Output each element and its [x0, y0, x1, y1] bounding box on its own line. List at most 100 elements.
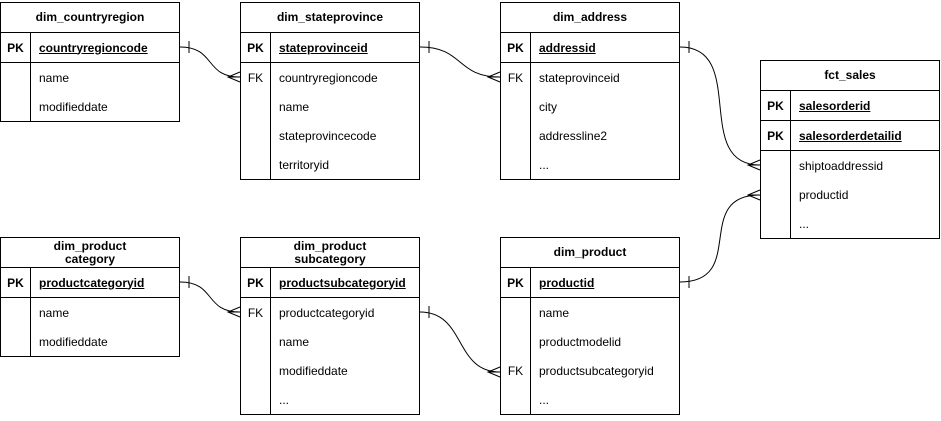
- entity-dim-product-category: dim_product category PK productcategoryi…: [0, 237, 180, 357]
- column-name: territoryid: [279, 157, 330, 172]
- key-label: FK: [501, 356, 531, 385]
- key-label: [241, 92, 271, 121]
- entity-title: dim_product category: [1, 238, 179, 268]
- edge-address-fctsales: [679, 41, 761, 171]
- column-name: productid: [799, 187, 849, 202]
- table-row: PK countryregioncode: [1, 33, 179, 63]
- column-name: modifieddate: [39, 99, 108, 114]
- column-name: name: [39, 70, 70, 85]
- table-row: PK salesorderid: [761, 91, 939, 121]
- column-name: city: [539, 99, 557, 114]
- column-name: salesorderdetailid: [799, 128, 902, 143]
- column-name: stateprovinceid: [539, 70, 620, 85]
- key-label: [241, 327, 271, 356]
- key-label: [501, 385, 531, 414]
- key-label: FK: [501, 63, 531, 92]
- entity-title: dim_countryregion: [1, 3, 179, 33]
- column-name: name: [279, 99, 310, 114]
- table-row: name: [241, 327, 419, 356]
- key-label: [241, 385, 271, 414]
- edge-subcategory-product: [419, 306, 501, 378]
- column-name: ...: [539, 157, 550, 172]
- table-row: PK productcategoryid: [1, 268, 179, 298]
- key-label: [241, 121, 271, 150]
- table-row: modifieddate: [1, 327, 179, 356]
- column-name: modifieddate: [279, 363, 348, 378]
- entity-title: dim_stateprovince: [241, 3, 419, 33]
- key-label: [1, 327, 31, 356]
- table-row: ...: [501, 385, 679, 414]
- key-label: PK: [761, 91, 791, 120]
- key-label: [761, 209, 791, 238]
- entity-fct-sales: fct_sales PK salesorderid PK salesorderd…: [760, 60, 940, 239]
- key-label: [501, 150, 531, 179]
- table-row: PK productsubcategoryid: [241, 268, 419, 298]
- key-label: FK: [241, 298, 271, 327]
- key-label: PK: [1, 268, 31, 297]
- key-label: [1, 92, 31, 121]
- edge-product-fctsales: [679, 189, 761, 288]
- table-row: FK productcategoryid: [241, 298, 419, 327]
- key-label: PK: [501, 33, 531, 62]
- column-name: modifieddate: [39, 334, 108, 349]
- column-name: addressline2: [539, 128, 608, 143]
- table-row: territoryid: [241, 150, 419, 179]
- entity-title: dim_product: [501, 238, 679, 268]
- table-row: PK productid: [501, 268, 679, 298]
- entity-title: fct_sales: [761, 61, 939, 91]
- entity-dim-address: dim_address PK addressid FK stateprovinc…: [500, 2, 680, 180]
- entity-title: dim_product subcategory: [241, 238, 419, 268]
- column-name: name: [39, 305, 70, 320]
- column-name: stateprovinceid: [279, 40, 368, 55]
- key-label: [761, 180, 791, 209]
- column-name: countryregioncode: [279, 70, 378, 85]
- column-name: countryregioncode: [39, 40, 148, 55]
- column-name: productid: [539, 275, 595, 290]
- key-label: [501, 121, 531, 150]
- table-row: modifieddate: [241, 356, 419, 385]
- table-row: addressline2: [501, 121, 679, 150]
- key-label: PK: [241, 268, 271, 297]
- table-row: name: [241, 92, 419, 121]
- table-row: PK stateprovinceid: [241, 33, 419, 63]
- key-label: [1, 63, 31, 92]
- table-row: productmodelid: [501, 327, 679, 356]
- column-name: name: [539, 305, 570, 320]
- column-name: salesorderid: [799, 98, 871, 113]
- key-label: PK: [501, 268, 531, 297]
- table-row: PK addressid: [501, 33, 679, 63]
- column-name: stateprovincecode: [279, 128, 377, 143]
- key-label: [1, 298, 31, 327]
- key-label: [761, 151, 791, 180]
- column-name: ...: [279, 392, 290, 407]
- entity-dim-stateprovince: dim_stateprovince PK stateprovinceid FK …: [240, 2, 420, 180]
- table-row: name: [501, 298, 679, 327]
- table-row: name: [1, 298, 179, 327]
- entity-dim-product-subcategory: dim_product subcategory PK productsubcat…: [240, 237, 420, 415]
- column-name: productcategoryid: [39, 275, 145, 290]
- edge-countryregion-stateprovince: [179, 41, 241, 83]
- key-label: FK: [241, 63, 271, 92]
- key-label: PK: [761, 121, 791, 150]
- column-name: productmodelid: [539, 334, 622, 349]
- entity-dim-product: dim_product PK productid name productmod…: [500, 237, 680, 415]
- key-label: [501, 298, 531, 327]
- column-name: addressid: [539, 40, 596, 55]
- table-row: name: [1, 63, 179, 92]
- column-name: productsubcategoryid: [279, 275, 406, 290]
- table-row: ...: [761, 209, 939, 238]
- table-row: shiptoaddressid: [761, 151, 939, 180]
- table-row: FK countryregioncode: [241, 63, 419, 92]
- edge-stateprovince-address: [419, 41, 501, 83]
- table-row: city: [501, 92, 679, 121]
- entity-dim-countryregion: dim_countryregion PK countryregioncode n…: [0, 2, 180, 122]
- key-label: PK: [1, 33, 31, 62]
- table-row: modifieddate: [1, 92, 179, 121]
- column-name: productsubcategoryid: [539, 363, 654, 378]
- key-label: [241, 150, 271, 179]
- edge-category-subcategory: [179, 276, 241, 318]
- key-label: PK: [241, 33, 271, 62]
- column-name: name: [279, 334, 310, 349]
- table-row: productid: [761, 180, 939, 209]
